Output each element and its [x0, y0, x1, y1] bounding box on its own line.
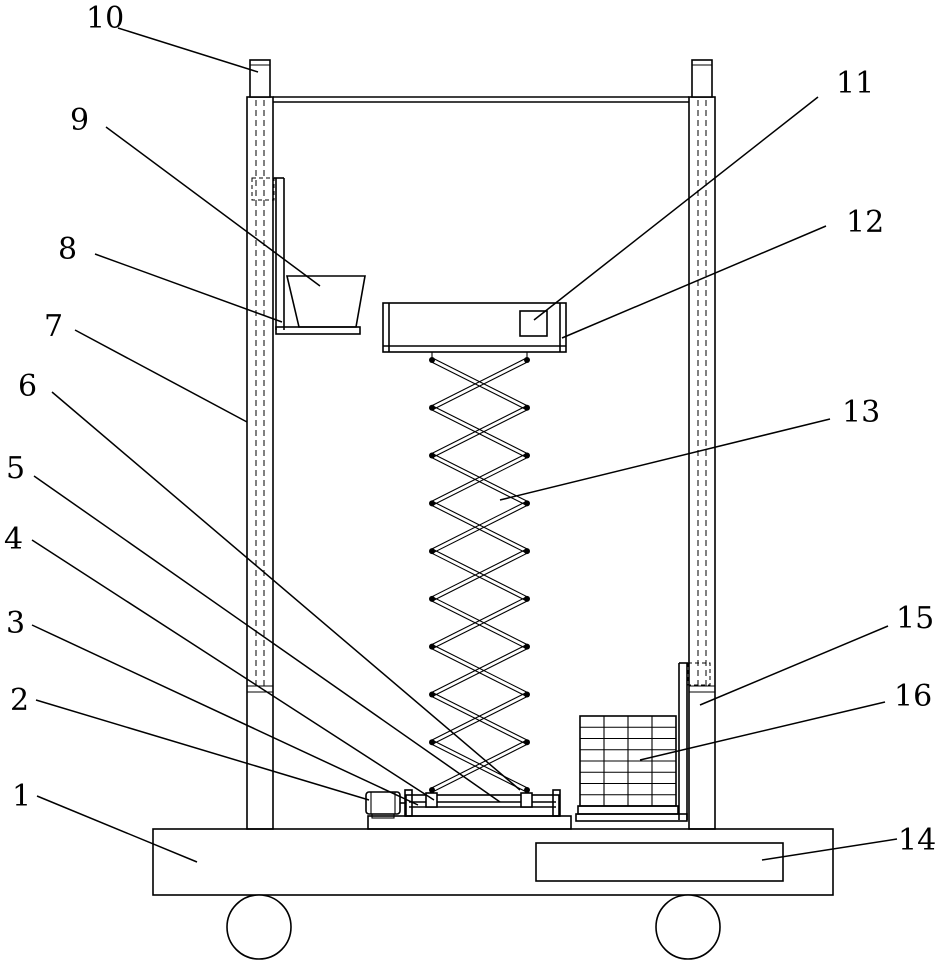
label-9: 9 [70, 103, 89, 138]
scissor-pin [429, 644, 435, 650]
scissor-pin [524, 405, 530, 411]
wheel-right [656, 895, 720, 959]
scissor-pin [524, 548, 530, 554]
scissor-pin [429, 596, 435, 602]
scissor-pin [524, 691, 530, 697]
top-crossbar [273, 97, 689, 102]
material-stack [578, 716, 678, 814]
right-column [689, 97, 715, 829]
label-10: 10 [86, 1, 124, 36]
label-11: 11 [836, 66, 874, 101]
scissor-pin [524, 739, 530, 745]
scissor-pin [524, 596, 530, 602]
scissor-pin [524, 453, 530, 459]
scissor-pin [429, 691, 435, 697]
leader-lines [32, 28, 897, 862]
scissor-pin [524, 787, 530, 793]
label-5: 5 [6, 451, 25, 486]
label-7: 7 [44, 309, 63, 344]
label-2: 2 [10, 683, 29, 718]
scissor-pin [429, 787, 435, 793]
label-3: 3 [6, 606, 25, 641]
scissor-pin [429, 405, 435, 411]
scissor-pin [524, 500, 530, 506]
scissor-pin [429, 548, 435, 554]
right-bracket [576, 663, 710, 821]
stack-pallet [578, 806, 678, 814]
label-8: 8 [58, 232, 77, 267]
label-6: 6 [18, 369, 37, 404]
wheel-left [227, 895, 291, 959]
label-12: 12 [846, 205, 884, 240]
scissor-pin [524, 644, 530, 650]
column-cap-right [692, 60, 712, 97]
left-column [247, 97, 273, 829]
label-4: 4 [4, 522, 23, 557]
platform-sensor [520, 311, 547, 336]
label-15: 15 [896, 601, 934, 636]
scissor-lift [429, 352, 530, 793]
label-14: 14 [898, 823, 936, 858]
label-16: 16 [894, 679, 932, 714]
label-1: 1 [12, 779, 31, 814]
scissor-pin [429, 500, 435, 506]
scissor-pin [429, 739, 435, 745]
cart-base [153, 829, 833, 895]
hopper [287, 276, 365, 327]
scissor-pin [429, 453, 435, 459]
slider-right [521, 793, 532, 807]
column-cap-left [250, 60, 270, 97]
left-bracket [252, 178, 360, 334]
label-13: 13 [842, 395, 880, 430]
